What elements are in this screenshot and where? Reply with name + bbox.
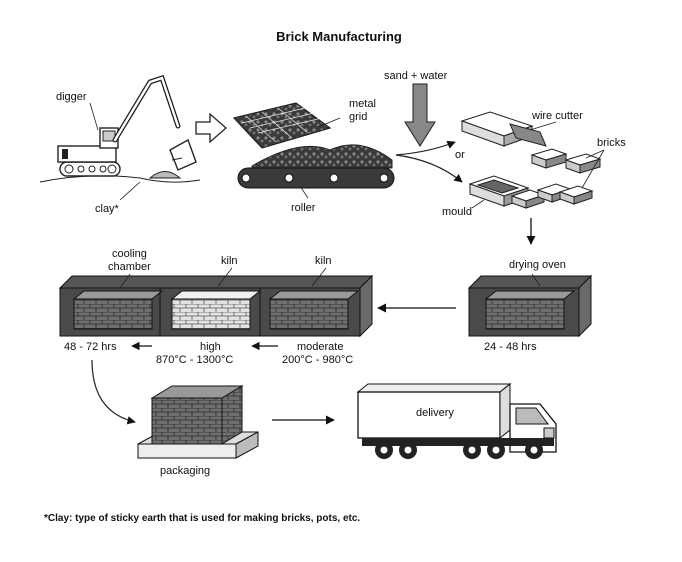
wire-cutter-illustration	[460, 111, 602, 174]
drying-time-label: 24 - 48 hrs	[484, 341, 537, 353]
cooling-chamber-label-line1: cooling	[112, 248, 147, 260]
roller-label: roller	[291, 202, 316, 214]
high-temp-label: 870°C - 1300°C	[156, 354, 233, 366]
kiln-high-label: kiln	[221, 255, 238, 267]
high-label: high	[200, 341, 221, 353]
or-label: or	[455, 149, 465, 161]
mould-illustration	[468, 149, 605, 209]
packaging-illustration	[137, 385, 259, 459]
clay-label: clay*	[95, 203, 120, 215]
split-arrow-down	[395, 154, 463, 183]
delivery-label: delivery	[416, 407, 454, 419]
moderate-temp-label: 200°C - 980°C	[282, 354, 353, 366]
mould-label: mould	[442, 206, 472, 218]
moderate-label: moderate	[297, 341, 343, 353]
digger-illustration	[39, 74, 201, 201]
process-arrow-1	[195, 112, 227, 144]
drying-oven-illustration	[467, 273, 593, 338]
kiln-moderate-label: kiln	[315, 255, 332, 267]
sand-water-label: sand + water	[384, 70, 448, 82]
bricks-label: bricks	[597, 137, 626, 149]
digger-label: digger	[56, 91, 87, 103]
wire-cutter-label: wire cutter	[531, 110, 583, 122]
cooling-time-label: 48 - 72 hrs	[64, 341, 117, 353]
kiln-tunnel-illustration	[58, 267, 374, 338]
clay-footnote: *Clay: type of sticky earth that is used…	[44, 513, 360, 524]
metal-grid-label-line2: grid	[349, 111, 367, 123]
drying-oven-label: drying oven	[509, 259, 566, 271]
sand-water-arrow	[404, 83, 436, 147]
metal-grid-roller-illustration	[232, 102, 395, 199]
diagram-title: Brick Manufacturing	[276, 29, 402, 44]
metal-grid-label-line1: metal	[349, 98, 376, 110]
packaging-label: packaging	[160, 465, 210, 477]
arrow-to-packaging	[91, 359, 136, 425]
split-arrow-up	[395, 140, 456, 156]
cooling-chamber-label-line2: chamber	[108, 261, 151, 273]
delivery-truck-illustration	[356, 382, 557, 459]
